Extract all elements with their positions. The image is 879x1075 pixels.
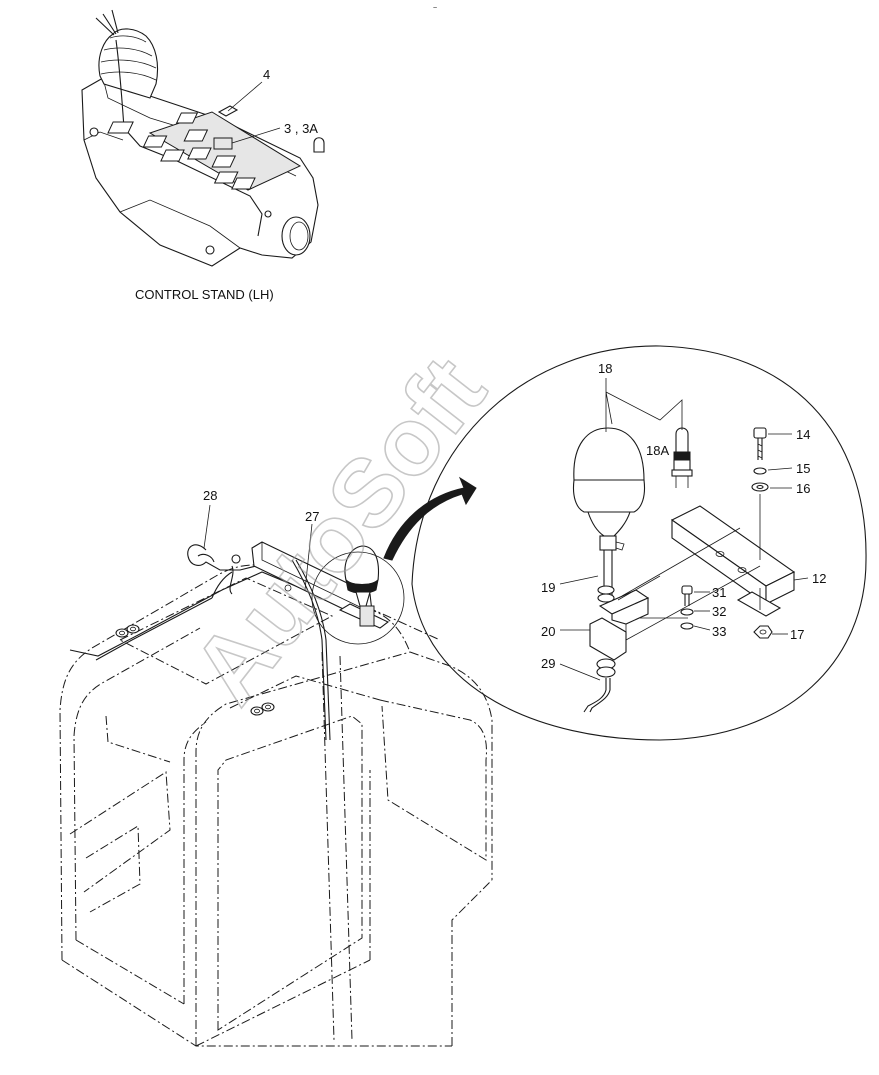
label-20: 20 (541, 624, 555, 639)
label-4: 4 (263, 67, 270, 82)
label-16: 16 (796, 481, 810, 496)
cab-outline (59, 564, 493, 1047)
label-3-3a: 3 , 3A (284, 121, 318, 136)
label-28: 28 (203, 488, 217, 503)
detail-callout-small (311, 551, 405, 645)
control-stand-drawing (81, 9, 325, 267)
control-stand-title: CONTROL STAND (LH) (135, 287, 274, 302)
label-29: 29 (541, 656, 555, 671)
watermark: AutoSoft (172, 338, 506, 723)
label-12: 12 (812, 571, 826, 586)
label-33: 33 (712, 624, 726, 639)
bulb-18a (671, 427, 693, 488)
label-31: 31 (712, 585, 726, 600)
mount-plate-20 (589, 527, 761, 678)
label-18a: 18A (646, 443, 669, 458)
label-27: 27 (305, 509, 319, 524)
label-15: 15 (796, 461, 810, 476)
roof-bolts (115, 624, 275, 716)
roof-beacon (338, 545, 390, 629)
header-mark: ~ (433, 5, 437, 12)
roof-harness (69, 504, 373, 741)
bracket-12 (670, 505, 796, 617)
nut-17 (753, 625, 788, 639)
detail-callout-large (411, 345, 867, 741)
beacon-lamp (572, 427, 646, 600)
label-19: 19 (541, 580, 555, 595)
label-14: 14 (796, 427, 810, 442)
detail-arrow (383, 476, 477, 561)
hardware-14-15-16 (751, 427, 793, 560)
label-17: 17 (790, 627, 804, 642)
label-32: 32 (712, 604, 726, 619)
leader-18 (605, 378, 683, 432)
wire-29 (583, 678, 607, 713)
label-18: 18 (598, 361, 612, 376)
hardware-31-32-33 (680, 585, 711, 631)
